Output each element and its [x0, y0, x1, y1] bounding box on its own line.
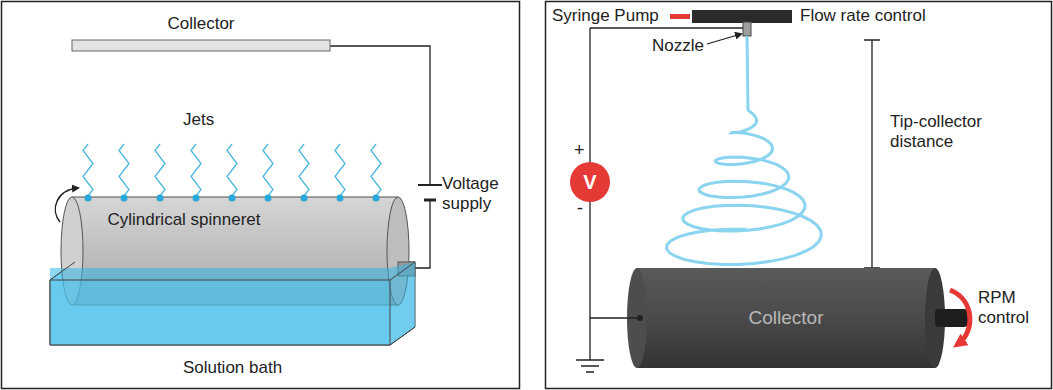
jet-droplet [85, 195, 92, 202]
panel-frame [2, 2, 520, 389]
node-label: Cylindrical spinneret [84, 210, 284, 230]
jet [119, 144, 129, 196]
cylindrical-spinneret: Cylindrical spinneret [84, 200, 284, 260]
battery-plate [418, 184, 442, 186]
jet-droplet [337, 195, 344, 202]
jet-droplet [373, 195, 380, 202]
jet [155, 144, 165, 196]
jet [371, 144, 381, 196]
node-label: Collector [749, 307, 824, 330]
distance-label: Tip-collector distance [890, 112, 1000, 153]
jet-droplet [121, 195, 128, 202]
node-label: Collector [72, 14, 330, 34]
jet [335, 144, 345, 196]
solution-bath: Solution bath [50, 262, 415, 380]
voltage-source: V [570, 162, 610, 202]
jet [191, 144, 201, 196]
node-label: Solution bath [50, 358, 415, 378]
bath-front [50, 280, 390, 345]
fiber-jet [667, 36, 822, 265]
rotation-arrow [55, 188, 78, 222]
jet-droplet [229, 195, 236, 202]
rotating-drum-collector: Collector [637, 268, 935, 368]
bath-back [50, 262, 415, 345]
collector-plate-label: Collector [72, 14, 330, 52]
pump-label: Syringe Pump [552, 6, 670, 26]
rpm-label: RPM control [978, 288, 1048, 329]
panel-frame [546, 2, 1052, 389]
jet-droplet [265, 195, 272, 202]
jet [83, 144, 93, 196]
node-label: V [583, 170, 596, 194]
jet [263, 144, 273, 196]
jet [227, 144, 237, 196]
wire [590, 27, 743, 28]
leader-line [707, 34, 741, 44]
jet [299, 144, 309, 196]
pump-plunger [670, 14, 690, 19]
syringe-pump [692, 10, 792, 23]
collector-plate [72, 40, 330, 51]
flow-rate-label: Flow rate control [800, 6, 950, 26]
wire [590, 202, 637, 318]
voltage-label: Voltage supply [442, 174, 516, 215]
bath-liquid [50, 262, 415, 345]
drum-shaft [935, 309, 968, 327]
polarity-sign: - [577, 198, 591, 220]
wire [589, 28, 590, 162]
jet-droplet [301, 195, 308, 202]
jet-droplet [157, 195, 164, 202]
battery-plate [424, 199, 436, 202]
jets-label: Jets [183, 110, 243, 130]
ground-symbol [576, 318, 604, 372]
nozzle-label: Nozzle [652, 36, 712, 56]
drum-body [637, 268, 935, 368]
distance-bracket [864, 40, 880, 268]
rpm-arrow [950, 290, 970, 344]
jet-droplet [193, 195, 200, 202]
nozzle [743, 22, 751, 36]
polarity-sign: + [574, 140, 588, 162]
